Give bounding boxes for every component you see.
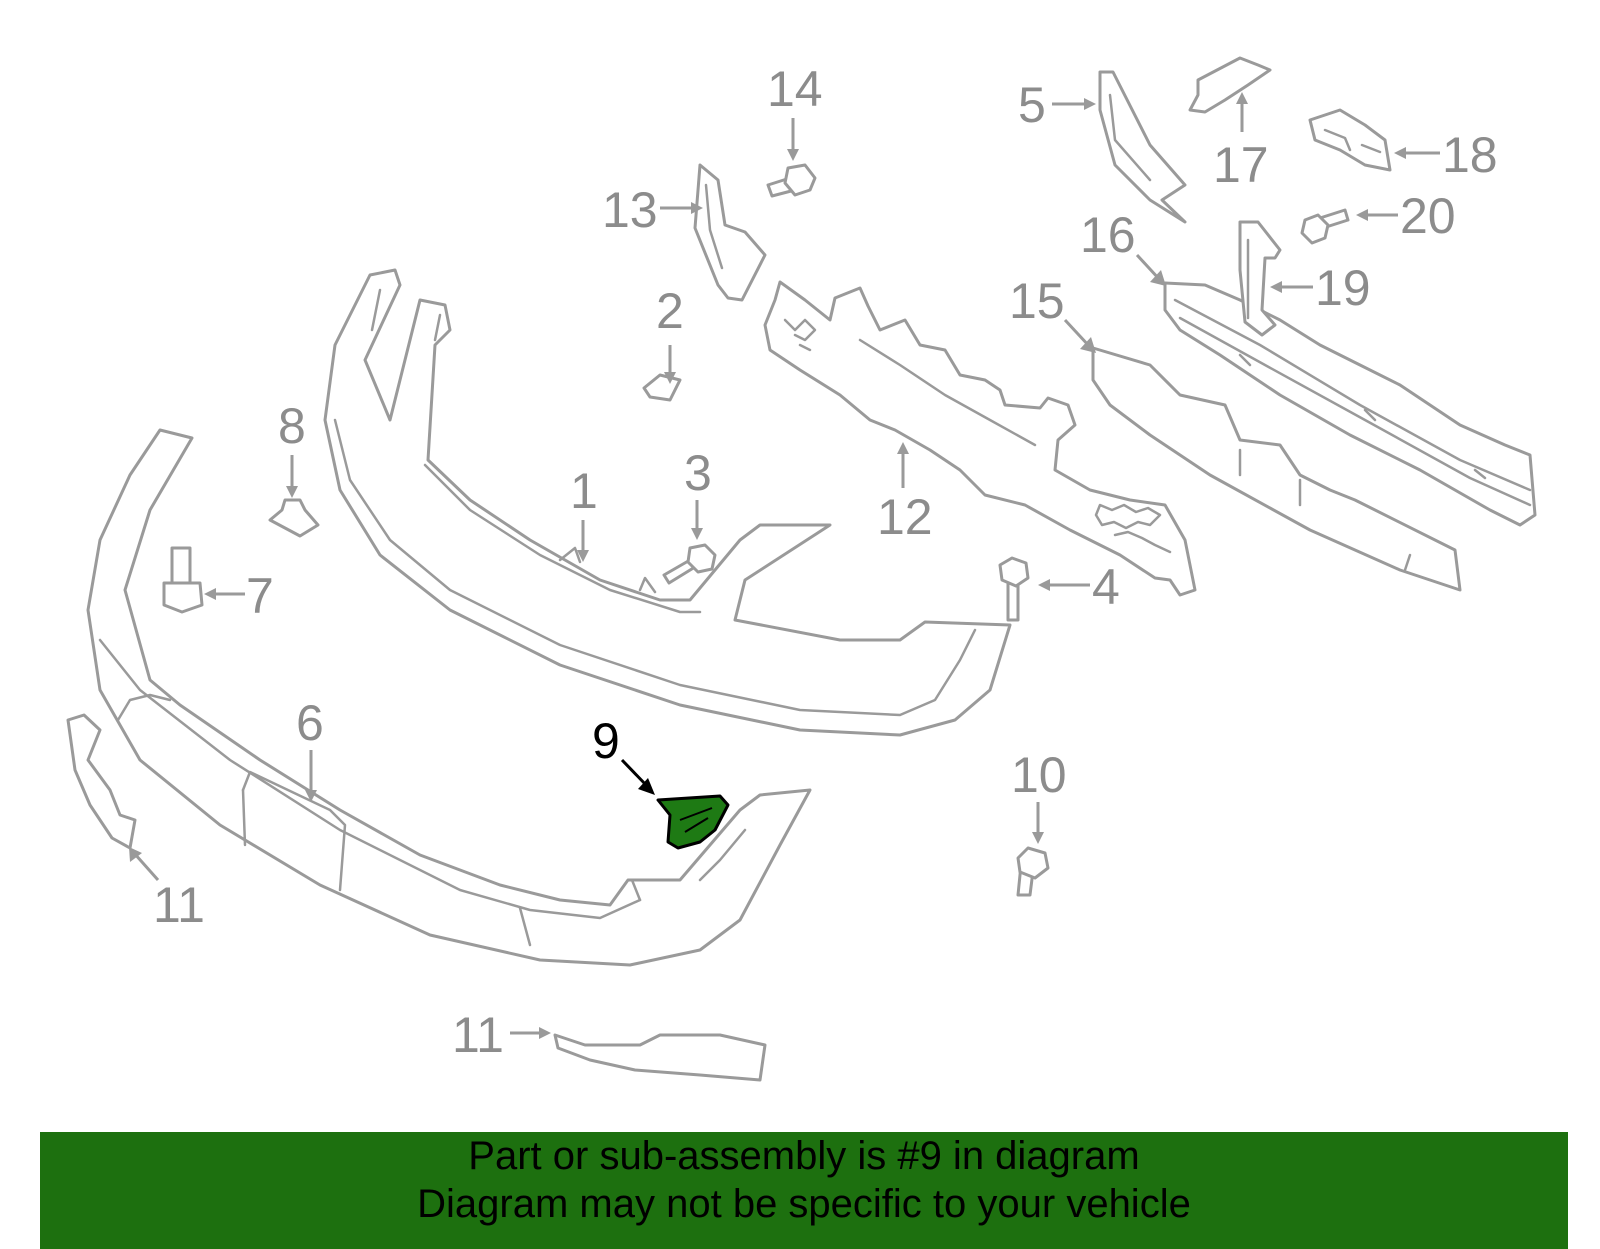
callout-4: 4: [1092, 559, 1120, 615]
callout-6: 6: [296, 695, 324, 751]
part-13-bracket[interactable]: [693, 163, 767, 302]
callout-7: 7: [246, 568, 274, 624]
callout-11-bottom: 11: [452, 1007, 504, 1063]
callout-5: 5: [1018, 77, 1046, 133]
callout-arrows: [129, 92, 1440, 1039]
callout-11-left: 11: [153, 877, 205, 933]
part-11-bottom-trim[interactable]: [553, 1033, 767, 1082]
part-8-clip[interactable]: [268, 498, 320, 538]
part-10-screw[interactable]: [1016, 846, 1050, 897]
callout-17: 17: [1213, 137, 1269, 193]
callout-2: 2: [656, 283, 684, 339]
callout-18: 18: [1442, 127, 1498, 183]
part-5-bracket[interactable]: [1098, 70, 1187, 224]
part-2-pad[interactable]: [642, 373, 682, 402]
banner-line-2: Diagram may not be specific to your vehi…: [417, 1182, 1191, 1226]
callout-15: 15: [1009, 273, 1065, 329]
part-20-bolt[interactable]: [1300, 208, 1350, 245]
part-15-absorber[interactable]: [1091, 346, 1462, 592]
part-14-bolt[interactable]: [766, 163, 817, 198]
part-3-bolt[interactable]: [662, 543, 717, 585]
part-11-left-trim[interactable]: [66, 713, 137, 850]
callout-12: 12: [877, 489, 933, 545]
part-18-bracket[interactable]: [1308, 108, 1392, 172]
callout-8: 8: [278, 398, 306, 454]
banner-line-1: Part or sub-assembly is #9 in diagram: [468, 1134, 1140, 1178]
callout-19: 19: [1315, 260, 1371, 316]
info-banner: Part or sub-assembly is #9 in diagram Di…: [40, 1132, 1568, 1249]
part-19-bracket[interactable]: [1238, 220, 1282, 337]
callout-10: 10: [1011, 747, 1067, 803]
part-1-bumper-cover[interactable]: [323, 268, 1012, 737]
callout-14: 14: [767, 61, 823, 117]
callout-13: 13: [602, 182, 658, 238]
callout-20: 20: [1400, 188, 1456, 244]
part-17-bracket[interactable]: [1188, 56, 1272, 114]
part-12-grille-bracket[interactable]: [763, 280, 1197, 597]
part-9-highlighted[interactable]: [656, 794, 730, 850]
callout-9: 9: [592, 713, 620, 769]
part-16-reinforcement-beam[interactable]: [1163, 281, 1537, 527]
part-7-stud[interactable]: [162, 546, 204, 614]
callout-3: 3: [684, 445, 712, 501]
part-6-lower-support[interactable]: [86, 428, 812, 967]
callout-1: 1: [570, 463, 598, 519]
callout-16: 16: [1080, 207, 1136, 263]
part-4-bolt[interactable]: [998, 556, 1030, 622]
